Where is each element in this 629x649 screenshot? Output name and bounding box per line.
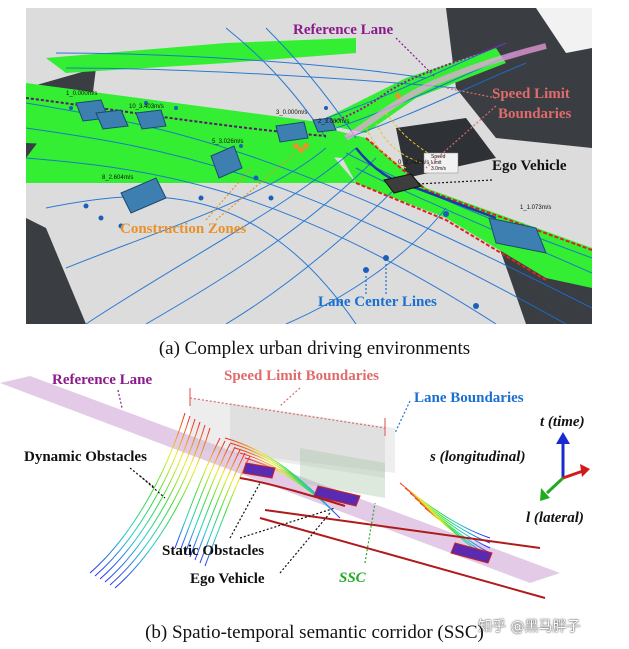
- axis-l-label: l (lateral): [526, 510, 584, 526]
- reference-lane-label: Reference Lane: [293, 22, 394, 38]
- speed-limit-label-line1: Speed Limit: [492, 86, 570, 102]
- ssc-illustration: [0, 376, 590, 599]
- static-obstacles-label: Static Obstacles: [162, 543, 265, 559]
- velocity-label: 5_3.026m/s: [212, 139, 244, 145]
- lane-boundaries-label: Lane Boundaries: [414, 390, 524, 406]
- panel-b-ssc: Reference Lane Speed Limit Boundaries La…: [0, 358, 629, 620]
- ssc-label: SSC: [339, 570, 366, 586]
- axis-t-label: t (time): [540, 414, 585, 430]
- caption-a: (a) Complex urban driving environments: [158, 338, 471, 359]
- velocity-label: 8_2.604m/s: [102, 175, 134, 181]
- dynamic-obstacles-label: Dynamic Obstacles: [24, 449, 147, 465]
- lane-center-lines-label: Lane Center Lines: [318, 294, 437, 310]
- speed-limit-boundaries-label: Speed Limit Boundaries: [224, 368, 380, 384]
- panel-a-annotation-arrows: [205, 37, 497, 294]
- velocity-label: 1_0.000m/s: [66, 91, 98, 97]
- speed-limit-sign-text: 3.0m/s: [431, 166, 447, 172]
- velocity-label: 10_3.403m/s: [129, 104, 164, 110]
- velocity-label: 0_2.748m/s: [398, 160, 430, 166]
- construction-zones-label: Construction Zones: [120, 221, 247, 237]
- ego-vehicle-label: Ego Vehicle: [190, 571, 265, 587]
- ego-vehicle-label: Ego Vehicle: [492, 158, 567, 174]
- speed-limit-label-line2: Boundaries: [498, 106, 572, 122]
- watermark: 知乎 @黑马胖子: [478, 619, 581, 635]
- panel-a-urban-scene: 1_0.000m/s 10_3.403m/s 3_0.000m/s 5_3.02…: [26, 8, 592, 324]
- caption-b: (b) Spatio-temporal semantic corridor (S…: [145, 622, 484, 643]
- velocity-label: 1_1.073m/s: [520, 205, 552, 211]
- velocity-label: 3_0.000m/s: [276, 110, 308, 116]
- velocity-label: 2_3.000m/s: [318, 119, 350, 125]
- urban-scene-illustration: [26, 8, 592, 324]
- reference-lane-label: Reference Lane: [52, 372, 153, 388]
- speed-limit-sign-text: Limit: [431, 160, 442, 166]
- axis-s-label: s (longitudinal): [430, 449, 526, 465]
